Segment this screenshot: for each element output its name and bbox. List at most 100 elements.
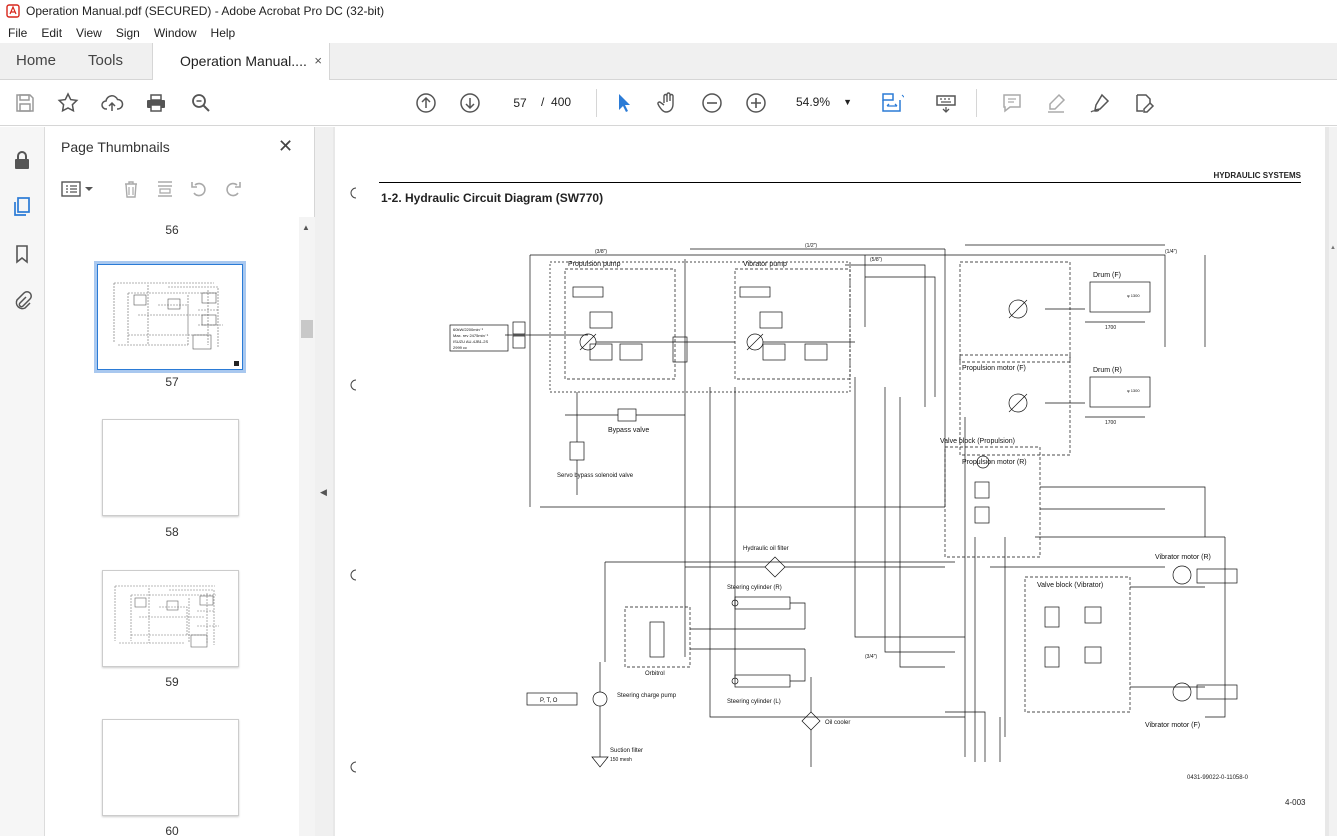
tab-document-label: Operation Manual....	[180, 53, 307, 69]
label-pto: P, T, O	[540, 698, 558, 704]
comment-icon[interactable]	[1000, 91, 1024, 115]
menu-bar: File Edit View Sign Window Help	[0, 22, 1337, 43]
label-steering-cyl-l: Steering cylinder (L)	[727, 699, 781, 705]
bookmark-icon[interactable]	[11, 243, 33, 265]
thumbnail-page-59[interactable]	[102, 570, 239, 667]
tab-document[interactable]: Operation Manual.... ×	[152, 43, 330, 81]
tab-close-icon[interactable]: ×	[314, 53, 322, 68]
keyboard-icon[interactable]	[934, 91, 958, 115]
page-footer-number: 4-003	[1285, 798, 1306, 807]
left-navigation-rail	[0, 127, 45, 836]
lock-icon[interactable]	[11, 149, 33, 171]
label-hydraulic-oil-filter: Hydraulic oil filter	[743, 546, 789, 552]
zoom-out-icon[interactable]	[700, 91, 724, 115]
rotate-clockwise-icon[interactable]	[223, 179, 243, 199]
close-icon[interactable]: ✕	[278, 136, 294, 156]
menu-window[interactable]: Window	[153, 25, 197, 40]
scroll-up-arrow-icon[interactable]: ▲	[302, 223, 310, 232]
upload-cloud-icon[interactable]	[100, 91, 124, 115]
chevron-left-icon[interactable]: ◀	[320, 487, 327, 497]
select-cursor-icon[interactable]	[612, 91, 636, 115]
thumbnail-label: 60	[165, 824, 179, 836]
thumbnail-options-icon[interactable]	[61, 179, 95, 199]
edit-pdf-icon[interactable]	[1132, 91, 1156, 115]
thumbnail-page-58[interactable]	[102, 419, 239, 516]
highlight-pen-icon[interactable]	[1044, 91, 1068, 115]
label-pipe-size: (3/8")	[595, 249, 607, 255]
page-fit-icon[interactable]	[880, 91, 907, 115]
sign-pen-icon[interactable]	[1088, 91, 1112, 115]
page-number-input[interactable]: 57	[502, 91, 538, 115]
label-bypass-valve: Bypass valve	[608, 427, 649, 434]
label-dimension: 1700	[1105, 325, 1116, 331]
thumbnail-diagram-preview	[114, 585, 219, 648]
print-icon[interactable]	[144, 91, 168, 115]
page-thumbnails-icon[interactable]	[11, 195, 33, 217]
label-dimension: φ 1300	[1127, 388, 1140, 393]
toolbar: 57 / 400 54.9%▼	[0, 80, 1337, 126]
label-engine-2: Max. rev 2475min⁻¹	[453, 333, 489, 338]
header-rule	[379, 182, 1301, 183]
menu-edit[interactable]: Edit	[41, 25, 63, 40]
previous-page-icon[interactable]	[414, 91, 438, 115]
tab-home[interactable]: Home	[16, 52, 57, 69]
thumbnail-label: 58	[165, 525, 179, 539]
label-dimension: 1700	[1105, 420, 1116, 426]
label-orbitrol: Orbitrol	[645, 671, 665, 677]
panel-collapse-handle[interactable]: ◀	[315, 127, 333, 836]
thumbnail-label: 59	[165, 675, 179, 689]
window-title: Operation Manual.pdf (SECURED) - Adobe A…	[26, 4, 385, 18]
tab-tools[interactable]: Tools	[88, 52, 124, 69]
thumbnail-page-60[interactable]	[102, 719, 239, 816]
save-icon[interactable]	[13, 91, 37, 115]
label-valve-block-propulsion: Valve block (Propulsion)	[940, 438, 1015, 445]
thumbnail-diagram-preview	[98, 265, 242, 369]
menu-sign[interactable]: Sign	[115, 25, 140, 40]
page-count: 400	[551, 95, 572, 109]
zoom-level-select[interactable]: 54.9%▼	[788, 91, 858, 115]
toolbar-divider	[596, 89, 597, 117]
zoom-value: 54.9%	[796, 95, 831, 109]
label-propulsion-motor-f: Propulsion motor (F)	[962, 365, 1026, 372]
label-drum-r: Drum (R)	[1093, 367, 1122, 374]
document-scrollbar[interactable]: ▲	[1329, 127, 1337, 836]
label-steering-cyl-r: Steering cylinder (R)	[727, 585, 782, 591]
menu-file[interactable]: File	[8, 25, 28, 40]
panel-toolbar	[45, 171, 315, 205]
diagram-title: 1-2. Hydraulic Circuit Diagram (SW770)	[381, 191, 604, 205]
scroll-up-arrow-icon[interactable]: ▲	[1330, 245, 1336, 251]
thumbnail-scrollbar[interactable]: ▲	[299, 217, 315, 836]
thumbnail-label: 57	[165, 375, 179, 389]
delete-trash-icon[interactable]	[121, 179, 141, 199]
label-steering-charge-pump: Steering charge pump	[617, 693, 677, 699]
label-servo-bypass: Servo bypass solenoid valve	[557, 473, 634, 479]
thumbnail-page-57[interactable]	[94, 261, 246, 373]
attachment-paperclip-icon[interactable]	[11, 289, 33, 311]
page-separator: /	[541, 95, 545, 109]
hand-tool-icon[interactable]	[656, 91, 680, 115]
document-number: 0431-99022-0-11058-0	[1187, 775, 1248, 781]
label-pipe-size: (3/4")	[865, 654, 877, 660]
punch-holes	[350, 187, 357, 773]
label-valve-block-vibrator: Valve block (Vibrator)	[1037, 582, 1103, 589]
menu-view[interactable]: View	[76, 25, 102, 40]
bookmark-star-icon[interactable]	[56, 91, 80, 115]
next-page-icon[interactable]	[458, 91, 482, 115]
extract-pages-icon[interactable]	[155, 179, 175, 199]
label-vibrator-motor-f: Vibrator motor (F)	[1145, 722, 1200, 729]
zoom-in-icon[interactable]	[744, 91, 768, 115]
acrobat-logo-icon	[6, 4, 20, 18]
thumbnail-label: 56	[165, 223, 179, 237]
label-engine-4: 2999 cc	[453, 345, 467, 350]
section-header: HYDRAULIC SYSTEMS	[1213, 171, 1301, 180]
label-engine-3: ISUZU AU-4JB1-2S	[453, 339, 488, 344]
label-pipe-size: (1/2")	[805, 243, 817, 249]
scrollbar-thumb[interactable]	[301, 320, 313, 338]
label-propulsion-pump: Propulsion pump	[568, 261, 621, 268]
menu-help[interactable]: Help	[210, 25, 236, 40]
page-total: / 400	[541, 95, 571, 109]
tab-bar: Home Tools Operation Manual.... ×	[0, 43, 1337, 81]
rotate-counterclockwise-icon[interactable]	[189, 179, 209, 199]
label-vibrator-pump: Vibrator pump	[743, 261, 787, 268]
zoom-search-icon[interactable]	[189, 91, 213, 115]
